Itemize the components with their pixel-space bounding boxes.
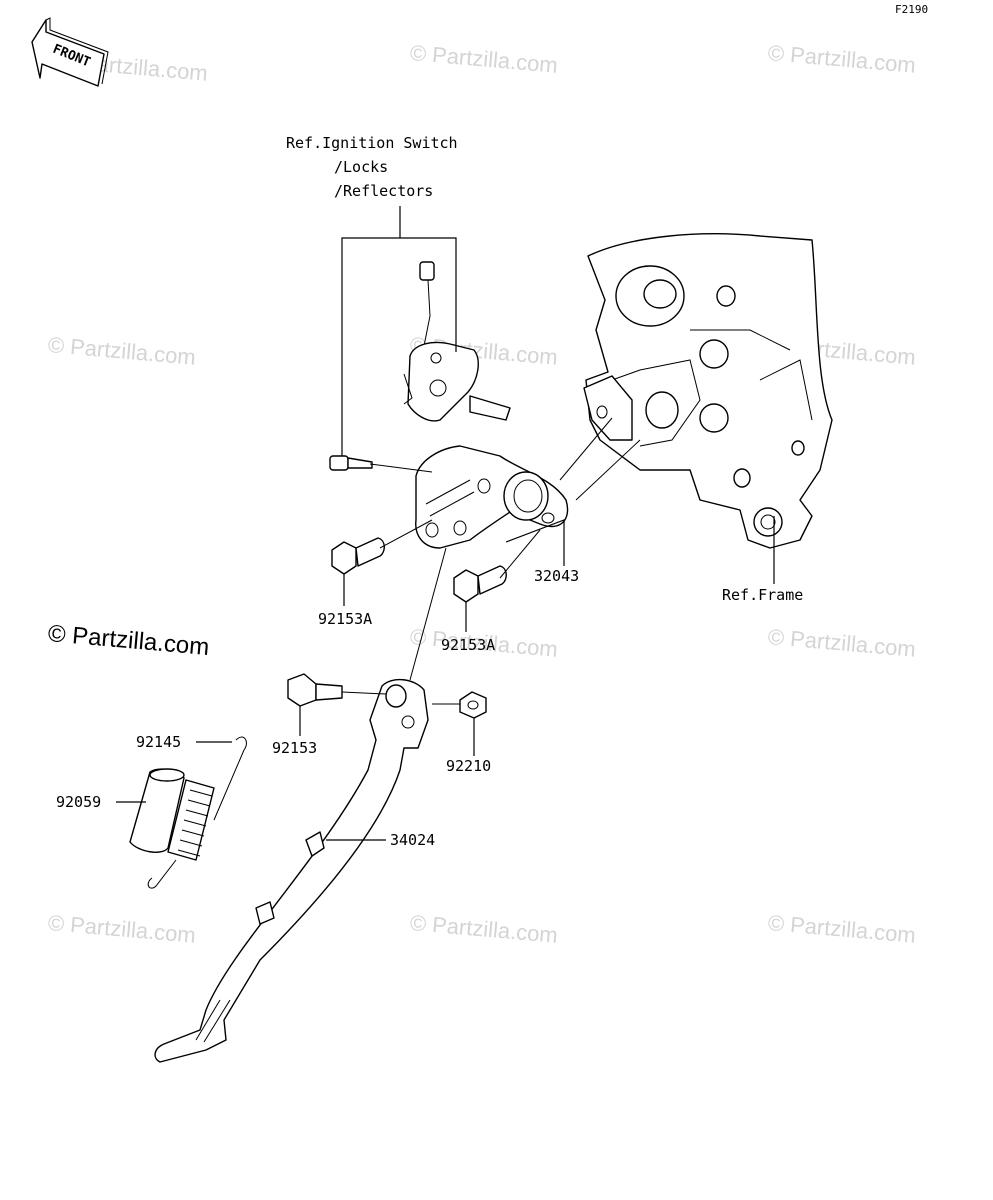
- part-label-92210: 92210: [446, 757, 492, 775]
- part-label-92153A-left: 92153A: [318, 610, 373, 628]
- bolt-92153A-right: [453, 565, 507, 603]
- bolt-92153: [287, 673, 343, 707]
- ref-locks-label: /Locks: [334, 158, 389, 176]
- front-arrow-icon: FRONT: [31, 17, 109, 87]
- part-label-32043: 32043: [534, 567, 580, 585]
- ignition-switch: [403, 261, 511, 422]
- part-label-92059: 92059: [56, 793, 102, 811]
- collar-92059: [129, 768, 185, 853]
- part-label-92153A-right: 92153A: [441, 636, 496, 654]
- bolt-92153A-upper: [329, 455, 373, 471]
- bracket-32043: [415, 445, 569, 549]
- ref-ignition-label: Ref.Ignition Switch: [286, 134, 458, 152]
- page-code: F2190: [895, 3, 929, 16]
- part-label-92145: 92145: [136, 733, 182, 751]
- ref-reflectors-label: /Reflectors: [334, 182, 434, 200]
- side-stand-34024: [154, 679, 429, 1063]
- part-label-34024: 34024: [390, 831, 436, 849]
- frame-part: [583, 233, 833, 549]
- nut-92210: [459, 691, 487, 719]
- leader-lines: [116, 206, 775, 841]
- spring-92145: [147, 736, 247, 889]
- ref-frame-label: Ref.Frame: [722, 586, 804, 604]
- bolt-92153A-left: [331, 537, 385, 575]
- part-label-92153: 92153: [272, 739, 318, 757]
